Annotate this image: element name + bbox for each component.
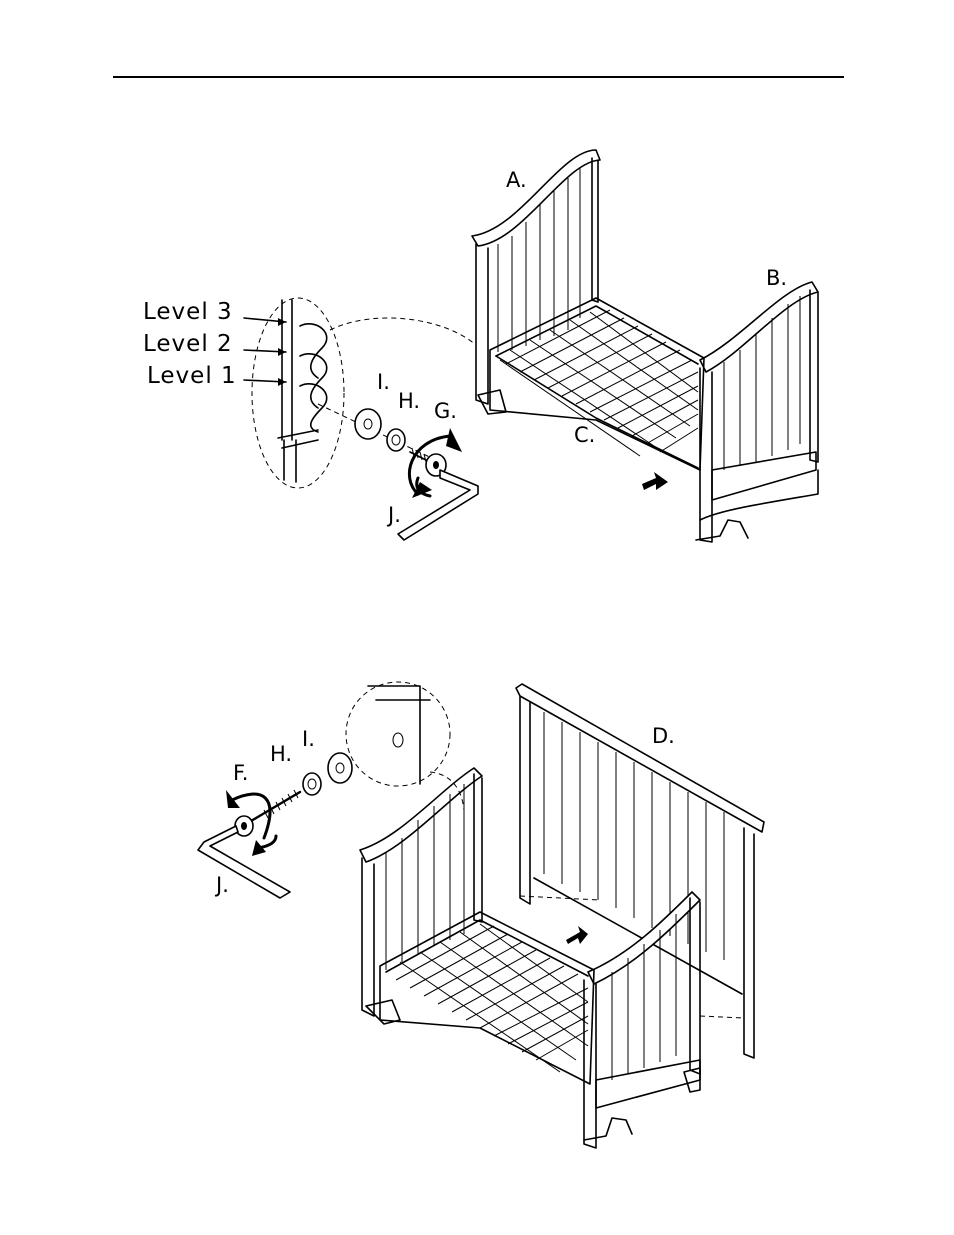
- allen-key-j-icon: [198, 826, 290, 898]
- label-part-a: A.: [506, 168, 527, 192]
- side-panel-left: [360, 768, 482, 1024]
- back-panel-d: [516, 684, 764, 1058]
- bolt-f-icon: [246, 792, 300, 824]
- detail-callout-bolt: [346, 682, 464, 810]
- label-part-j: J.: [214, 873, 229, 897]
- label-part-i: I.: [377, 370, 390, 394]
- label-part-j: J.: [386, 503, 401, 527]
- label-part-b: B.: [766, 266, 787, 290]
- label-level-2: Level 2: [143, 331, 233, 357]
- label-part-d: D.: [652, 724, 675, 748]
- hardware-f-h-i-j: [198, 753, 352, 898]
- washer-i-icon: [328, 753, 352, 783]
- lock-washer-h-icon: [387, 429, 405, 451]
- label-part-c: C.: [574, 423, 595, 447]
- mattress-support-c: [490, 298, 704, 490]
- label-part-f: F.: [233, 761, 248, 785]
- label-level-3: Level 3: [143, 299, 233, 325]
- label-part-h: H.: [270, 742, 292, 766]
- side-panel-right: [584, 892, 700, 1148]
- footboard-b: [696, 282, 818, 542]
- hardware-g-h-i-j: [355, 409, 478, 540]
- label-part-h: H.: [398, 389, 420, 413]
- lock-washer-h-icon: [303, 773, 321, 795]
- label-part-g: G.: [434, 399, 457, 423]
- label-part-i: I.: [302, 727, 315, 751]
- label-level-1: Level 1: [147, 363, 237, 389]
- mattress-support-fig2: [380, 912, 594, 1084]
- washer-i-icon: [355, 409, 381, 439]
- figure-1-crib-assembly: A. B. C. G. H. I. J. Level 3 Level 2 Lev…: [0, 0, 954, 600]
